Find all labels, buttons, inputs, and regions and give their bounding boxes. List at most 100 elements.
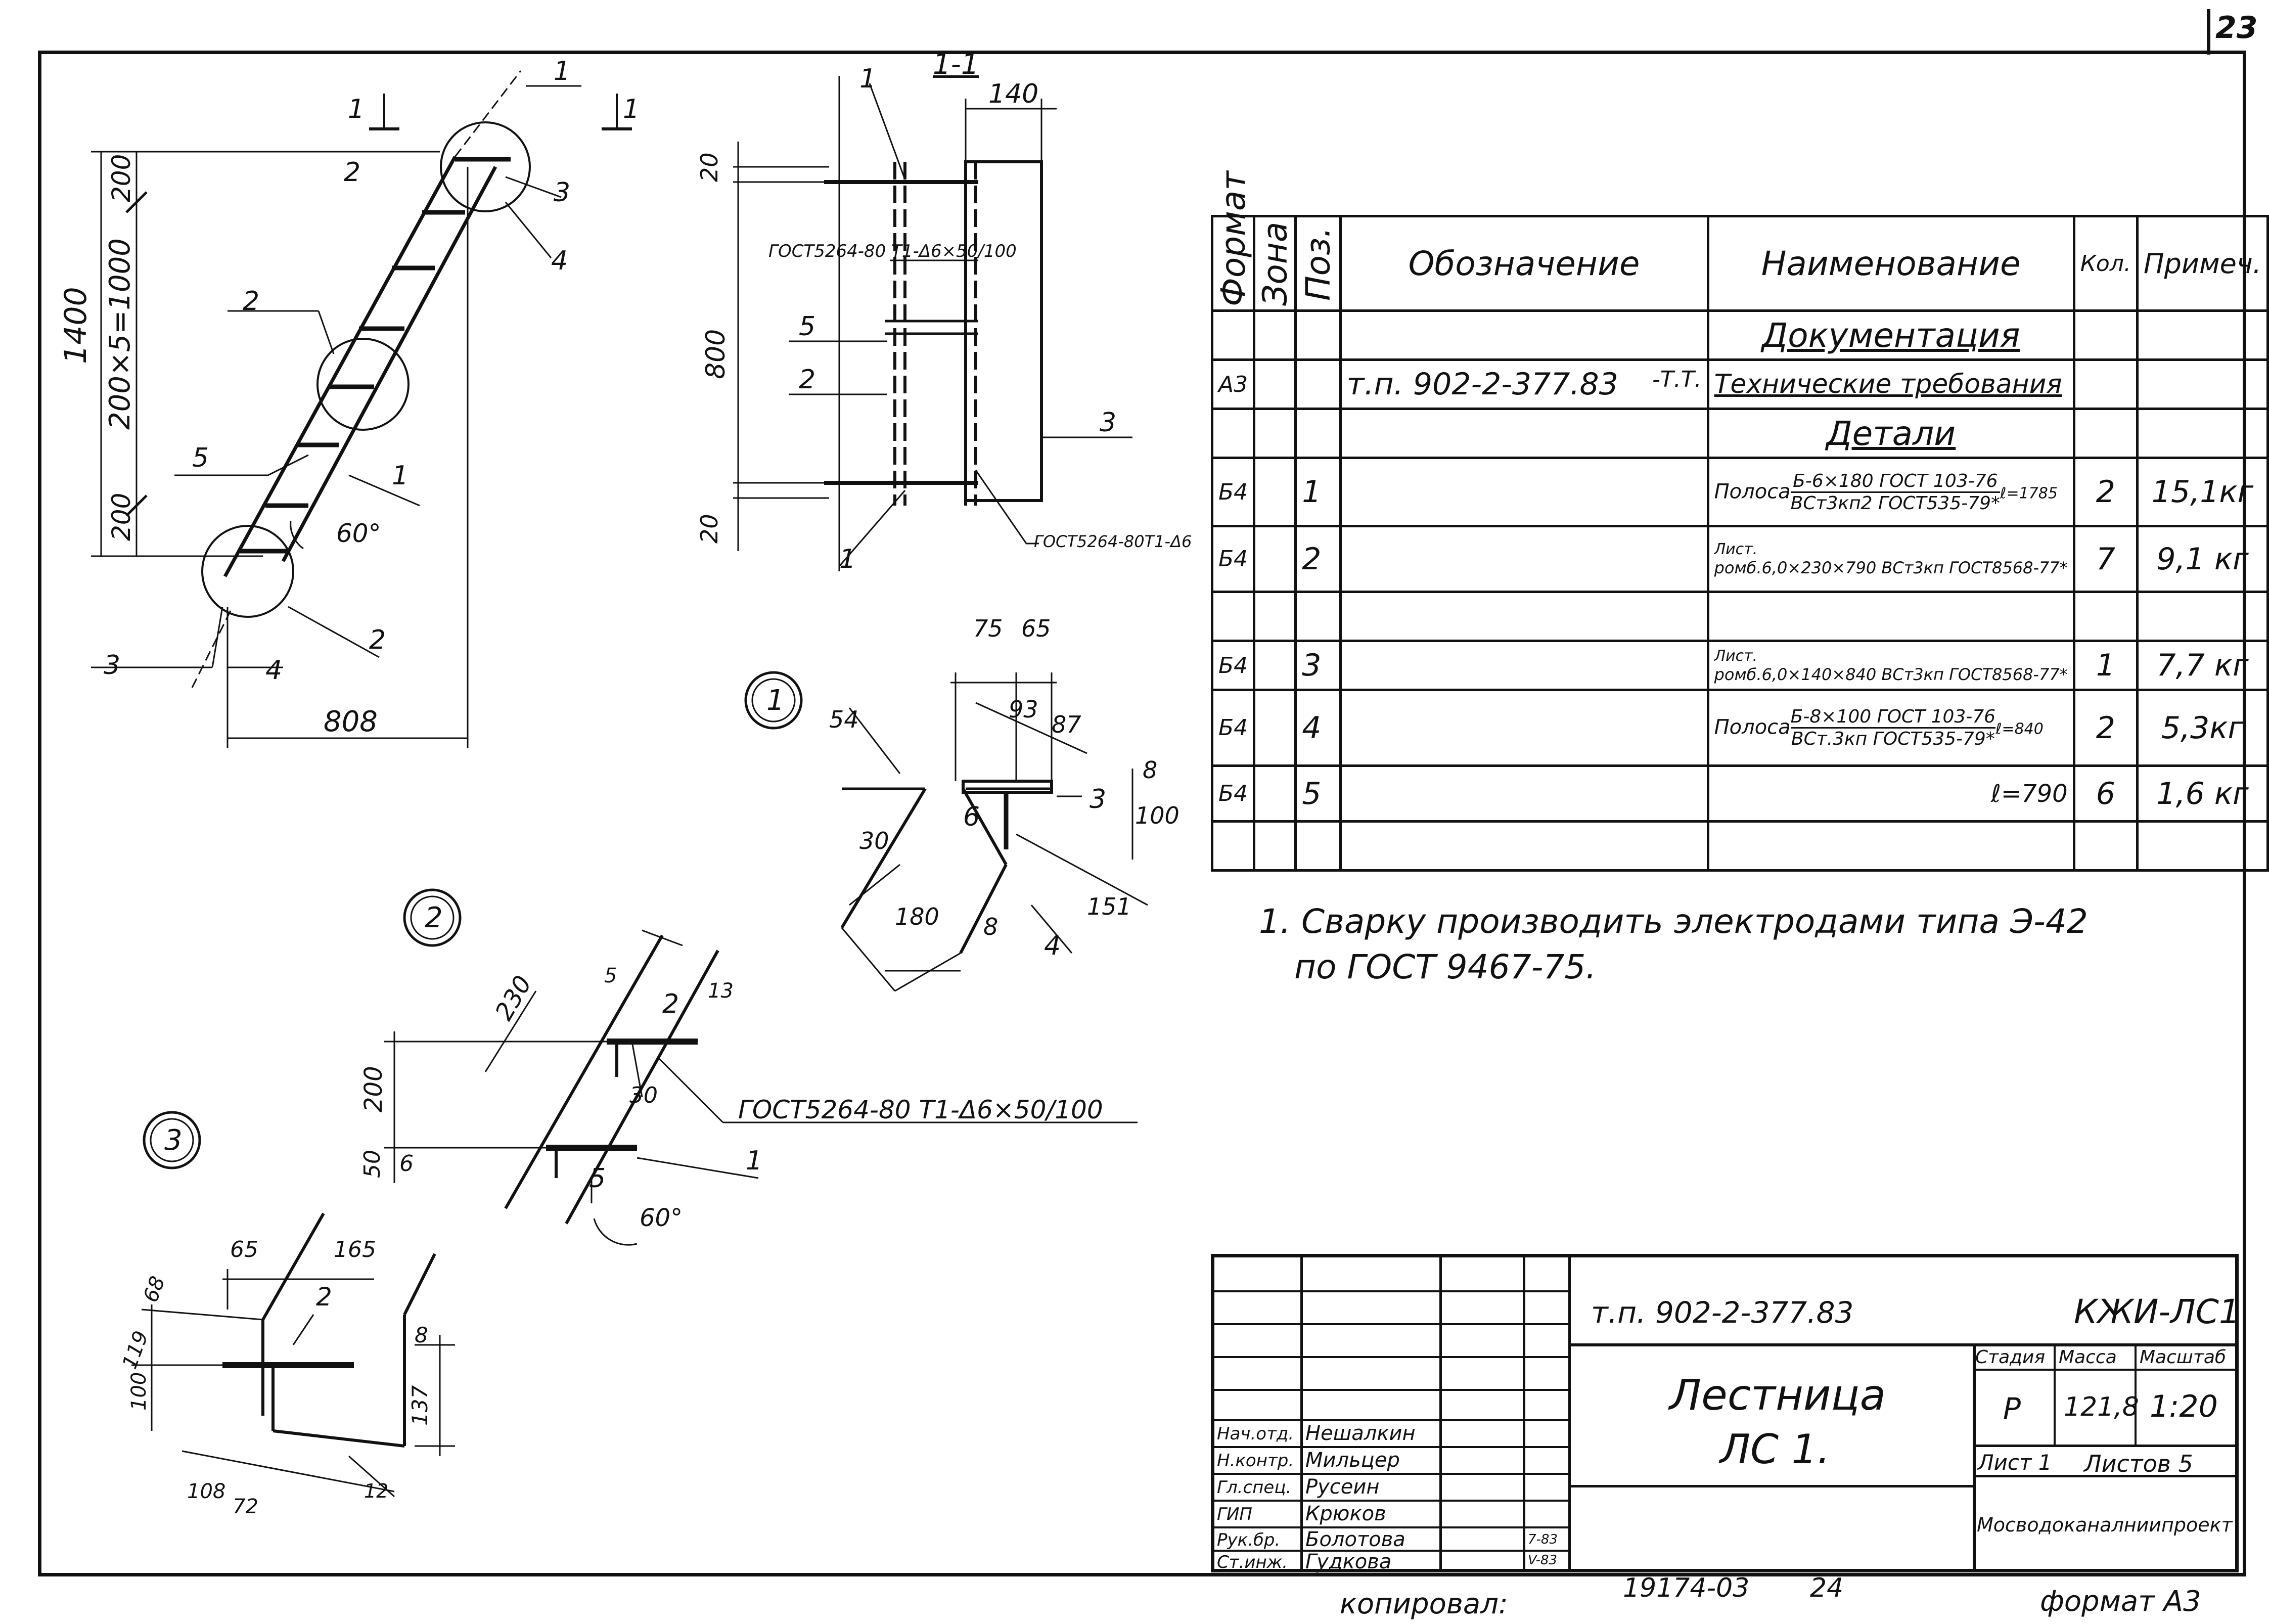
d1-dim-151: 151 [1087, 893, 1131, 920]
label-4-bottom: 4 [265, 655, 283, 686]
d2-dim-6: 6 [399, 1151, 414, 1177]
spec-doc-name: Технические требования [1706, 358, 2075, 410]
section-1-1 [733, 76, 1132, 571]
d3-dim-100: 100 [127, 1372, 151, 1411]
tb-role: Рук.бр. [1217, 1530, 1281, 1550]
section-gost-2: ГОСТ5264-80Т1-Δ6 [1034, 532, 1192, 551]
spec-row-3: Б4 3 Лист.ромб.6,0×140×840 ВСт3кп ГОСТ85… [1210, 640, 2269, 691]
footer-inventory-num: 24 [1810, 1573, 1844, 1603]
footer-copied: копировал: [1340, 1588, 1508, 1620]
label-1-top: 1 [554, 56, 571, 86]
tb-title-1: Лестница [1669, 1370, 1886, 1420]
tb-name: Русеин [1305, 1475, 1380, 1499]
spec-header-pos: Поз. [1295, 216, 1341, 311]
section-label-1-top: 1 [859, 64, 877, 94]
spec-row-empty-last [1210, 820, 2269, 872]
spec-row-pos: 3 [1294, 640, 1342, 691]
tb-stage: Р [2003, 1391, 2021, 1426]
d2-dim-13: 13 [708, 979, 734, 1003]
d1-dim-93: 93 [1009, 696, 1038, 723]
detail-2 [384, 929, 1138, 1246]
spec-row-format: Б4 [1210, 457, 1256, 527]
tb-name: Болотова [1305, 1528, 1405, 1551]
spec-row-5: Б4 5 ℓ=790 6 1,6 кг [1210, 764, 2269, 823]
tb-stage-label: Стадия [1975, 1347, 2046, 1368]
spec-row-note: 7,7 кг [2136, 640, 2269, 691]
d3-dim-108: 108 [187, 1480, 226, 1503]
tb-mass: 121,8 [2064, 1392, 2139, 1422]
spec-row-name: Лист.ромб.6,0×230×790 ВСт3кп ГОСТ8568-77… [1706, 525, 2075, 593]
spec-header-designation: Обозначение [1339, 215, 1709, 312]
tb-code: КЖИ-ЛС1 [2074, 1292, 2240, 1331]
spec-row-qty: 1 [2072, 640, 2139, 691]
specification-table: Формат Зона Поз. Обозначение Наименовани… [1210, 171, 2269, 872]
detail-3 [131, 1212, 455, 1498]
tb-scale: 1:20 [2150, 1389, 2218, 1424]
dim-1400: 1400 [58, 287, 94, 364]
spec-header-note: Примеч. [2136, 215, 2269, 312]
d2-label-2: 2 [662, 989, 679, 1019]
tb-date: 7-83 [1528, 1532, 1558, 1547]
d2-dim-5: 5 [604, 964, 617, 987]
spec-row-pos: 1 [1294, 457, 1342, 527]
spec-row-pos: 5 [1294, 764, 1342, 823]
dim-200-bottom: 200 [107, 492, 136, 541]
tb-role: Ст.инж. [1217, 1552, 1288, 1572]
section-label-5: 5 [799, 311, 816, 342]
d2-angle-60: 60° [640, 1204, 683, 1232]
d1-dim-65: 65 [1021, 615, 1051, 642]
d2-label-1: 1 [746, 1146, 763, 1176]
d3-dim-137: 137 [407, 1385, 432, 1426]
spec-row-format: Б4 [1210, 764, 1256, 823]
callout-1: 1 [766, 684, 785, 717]
spec-section-parts-row: Детали [1210, 408, 2269, 459]
label-2-bottom: 2 [369, 625, 386, 655]
title-block: т.п. 902-2-377.83 КЖИ-ЛС1 Лестница ЛС 1.… [1211, 1254, 2240, 1572]
spec-doc-format: А3 [1210, 358, 1256, 410]
footer-format: формат А3 [2040, 1585, 2201, 1618]
spec-section-docs: Документация [1706, 309, 2075, 361]
spec-row-note: 1,6 кг [2136, 764, 2269, 823]
angle-60: 60° [336, 519, 381, 548]
label-5-main: 5 [192, 443, 209, 473]
label-2-upper: 2 [344, 157, 361, 188]
welding-note-line1: 1. Сварку производить электродами типа Э… [1259, 902, 2088, 941]
tb-date: V-83 [1528, 1553, 1557, 1568]
tb-name: Крюков [1305, 1502, 1386, 1525]
d3-dim-8: 8 [415, 1323, 428, 1347]
section-title: 1-1 [933, 48, 979, 81]
welding-note-line2: по ГОСТ 9467-75. [1294, 948, 1597, 986]
spec-header-zone: Зона [1254, 216, 1296, 311]
d2-dim-200: 200 [359, 1066, 388, 1112]
spec-row-empty [1210, 591, 2269, 642]
spec-row-name: Лист.ромб.6,0×140×840 ВСт3кп ГОСТ8568-77… [1706, 640, 2075, 691]
spec-row-qty: 2 [2072, 457, 2139, 527]
dim-808: 808 [324, 705, 378, 738]
sheet-number: 23 [2215, 10, 2258, 46]
section-dim-20-top: 20 [696, 152, 723, 182]
sheet-number-mark [2207, 9, 2210, 55]
section-dim-20-bottom: 20 [696, 514, 723, 544]
spec-row-2: Б4 2 Лист.ромб.6,0×230×790 ВСт3кп ГОСТ85… [1210, 525, 2269, 593]
spec-row-note: 5,3кг [2136, 689, 2269, 767]
section-dim-140: 140 [988, 79, 1039, 109]
tb-title-2: ЛС 1. [1720, 1426, 1830, 1473]
label-3-top: 3 [554, 177, 571, 208]
label-2-mid: 2 [243, 286, 260, 317]
callout-3: 3 [164, 1124, 183, 1157]
dim-200x5: 200×5=1000 [104, 238, 137, 430]
d1-dim-30: 30 [859, 827, 889, 854]
tb-role: ГИП [1217, 1504, 1252, 1524]
tb-org: Мосводоканалниипроект [1977, 1514, 2233, 1536]
spec-row-format: Б4 [1210, 640, 1256, 691]
spec-section-parts: Детали [1706, 408, 2075, 459]
section-label-3: 3 [1100, 408, 1117, 438]
d1-dim-75: 75 [973, 615, 1003, 642]
d2-dim-50: 50 [359, 1150, 385, 1178]
d2-label-5: 5 [589, 1163, 606, 1194]
spec-header-name: Наименование [1706, 215, 2075, 312]
label-3-bottom: 3 [104, 650, 121, 681]
tb-role: Нач.отд. [1217, 1424, 1294, 1444]
footer-inventory: 19174-03 [1623, 1573, 1750, 1603]
